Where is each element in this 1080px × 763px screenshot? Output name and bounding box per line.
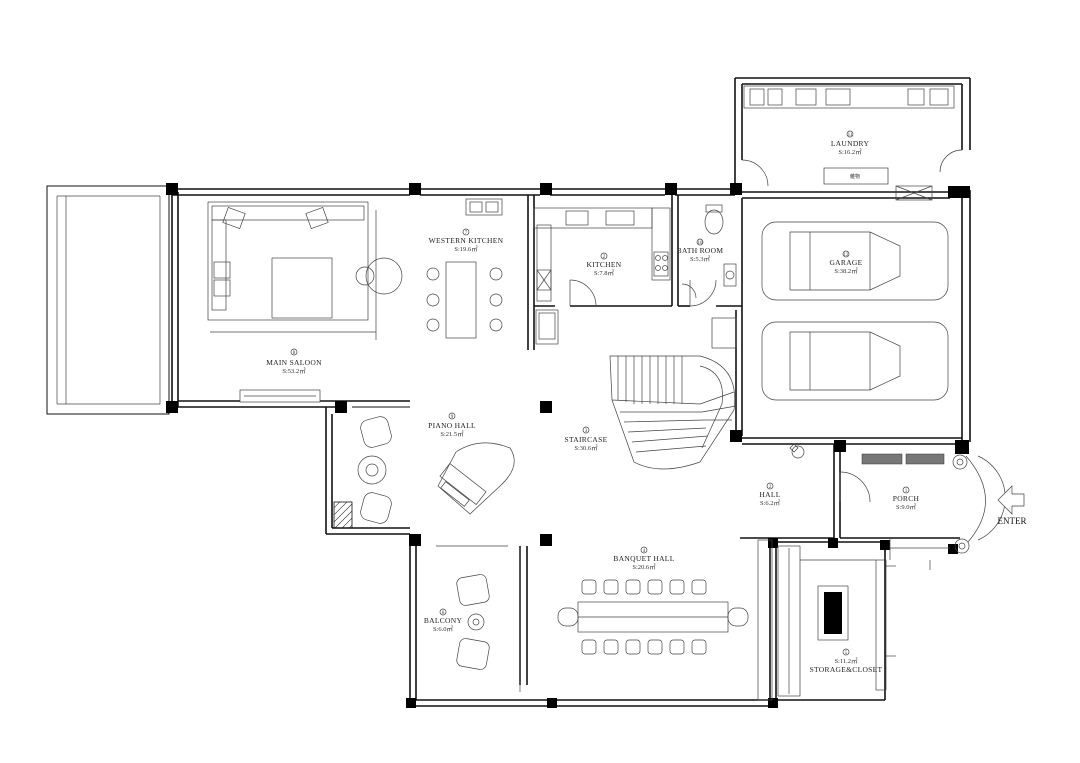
label-balcony: 6 BALCONY S:6.0㎡ <box>424 608 463 633</box>
label-main-saloon: 8 MAIN SALOON S:53.2㎡ <box>266 348 322 375</box>
kitchen-name: KITCHEN <box>586 260 621 269</box>
laundry-area: S:16.2㎡ <box>838 147 862 156</box>
western-kitchen-area: S:19.6㎡ <box>454 244 478 253</box>
bathroom-fixtures <box>681 204 737 307</box>
hall-number: 2 <box>769 485 772 490</box>
banquet-hall-name: BANQUET HALL <box>613 554 674 563</box>
label-hall: 2 HALL S:6.2㎡ <box>759 482 781 507</box>
main-saloon-number: 8 <box>293 351 296 356</box>
porch-number: 1 <box>905 489 908 494</box>
hall-name: HALL <box>759 490 780 499</box>
label-kitchen: 2 KITCHEN S:7.8㎡ <box>586 252 621 277</box>
storage-closet-fixtures <box>757 539 896 701</box>
laundry-number: 11 <box>848 133 853 138</box>
bath-room-area: S:5.3㎡ <box>690 254 711 263</box>
walls <box>171 77 971 707</box>
bath-room-name: BATH ROOM <box>677 246 724 255</box>
piano-hall-furniture <box>333 416 515 529</box>
label-staircase: 3 STAIRCASE S:30.6㎡ <box>565 426 608 452</box>
garage-name: GARAGE <box>829 258 862 267</box>
enter-label: ENTER <box>998 516 1027 526</box>
garage-area: S:38.2㎡ <box>834 266 858 275</box>
garage-number: 12 <box>844 253 850 258</box>
label-laundry: 11 LAUNDRY S:16.2㎡ <box>831 130 870 156</box>
kitchen-number: 2 <box>603 255 606 260</box>
label-banquet-hall: 4 BANQUET HALL S:20.6㎡ <box>613 546 674 571</box>
balcony-area: S:6.0㎡ <box>433 624 454 633</box>
storage-closet-area: S:11.2㎡ <box>834 656 858 665</box>
label-storage-closet: 5 S:11.2㎡ STORAGE&CLOSET <box>810 648 883 674</box>
label-piano-hall: 9 PIANO HALL S:21.5㎡ <box>428 412 476 438</box>
banquet-table <box>519 548 749 692</box>
kitchen-area: S:7.8㎡ <box>594 268 615 277</box>
storage-closet-name: STORAGE&CLOSET <box>810 665 883 674</box>
saloon-furniture <box>207 201 403 403</box>
terrace <box>46 185 170 415</box>
western-kitchen-number: 7 <box>465 231 468 236</box>
banquet-hall-number: 4 <box>643 549 646 554</box>
main-saloon-name: MAIN SALOON <box>266 358 322 367</box>
banquet-hall-area: S:20.6㎡ <box>632 562 656 571</box>
hall-porch-details <box>789 443 1025 570</box>
svg-text:雜物: 雜物 <box>850 173 860 180</box>
balcony-number: 6 <box>442 611 445 616</box>
label-porch: 1 PORCH S:9.0㎡ <box>893 486 920 511</box>
porch-area: S:9.0㎡ <box>896 502 917 511</box>
main-saloon-area: S:53.2㎡ <box>282 366 306 375</box>
western-kitchen-name: WESTERN KITCHEN <box>429 236 504 245</box>
balcony-name: BALCONY <box>424 616 463 625</box>
laundry-name: LAUNDRY <box>831 139 870 148</box>
staircase-number: 3 <box>585 429 588 434</box>
laundry-fixtures: 雜物 <box>741 85 963 201</box>
structural-columns <box>166 183 970 708</box>
kitchen-furniture <box>533 207 671 345</box>
storage-closet-number: 5 <box>845 651 848 656</box>
staircase-area: S:30.6㎡ <box>574 443 598 452</box>
balcony-furniture <box>436 545 508 670</box>
piano-hall-area: S:21.5㎡ <box>440 429 464 438</box>
piano-hall-name: PIANO HALL <box>428 421 476 430</box>
staircase-name: STAIRCASE <box>565 435 608 444</box>
label-garage: 12 GARAGE S:38.2㎡ <box>829 250 862 275</box>
staircase-steps <box>609 317 737 470</box>
garage-cars <box>761 221 949 401</box>
room-labels: 8 MAIN SALOON S:53.2㎡ 7 WESTERN KITCHEN … <box>266 130 1027 674</box>
piano-hall-number: 9 <box>451 415 454 420</box>
label-bath-room: 10 BATH ROOM S:5.3㎡ <box>677 238 724 263</box>
label-western-kitchen: 7 WESTERN KITCHEN S:19.6㎡ <box>429 228 504 253</box>
porch-name: PORCH <box>893 494 920 503</box>
hall-area: S:6.2㎡ <box>760 498 781 507</box>
bath-room-number: 10 <box>698 241 704 246</box>
western-kitchen-furniture <box>426 198 503 339</box>
